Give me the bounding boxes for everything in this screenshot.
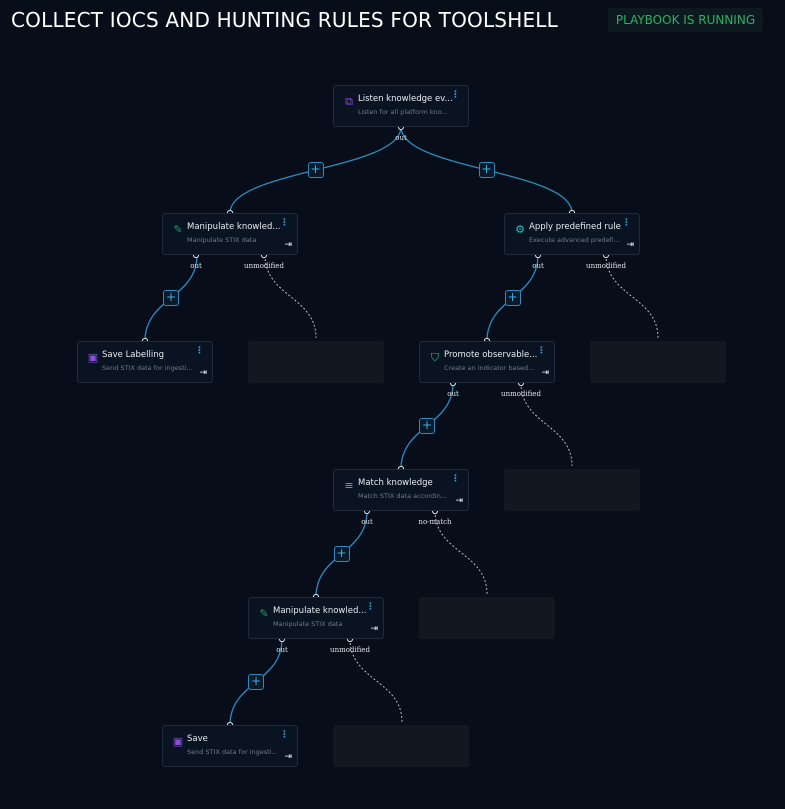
port-label-unmodified: unmodified [244, 262, 284, 270]
add-node-button[interactable]: + [504, 290, 521, 306]
replace-node-icon[interactable]: ⇥ [626, 240, 634, 250]
port-label-unmodified: unmodified [586, 262, 626, 270]
playbook-node[interactable]: ⧉ Listen knowledge ev... Listen for all pl… [333, 85, 469, 127]
filter-icon: ≡ [344, 479, 354, 492]
port-label-out: out [532, 262, 544, 270]
kebab-menu-icon[interactable]: ⋮ [280, 730, 289, 740]
empty-node-placeholder[interactable] [504, 469, 640, 511]
node-name: Save Labelling [102, 350, 165, 360]
edge-unconnected [434, 510, 488, 595]
replace-node-icon[interactable]: ⇥ [541, 368, 549, 378]
listen-icon: ⧉ [345, 95, 353, 108]
port-label-out: out [190, 262, 202, 270]
empty-node-placeholder[interactable] [419, 597, 555, 639]
folder-icon: ▣ [87, 351, 99, 364]
add-node-button[interactable]: + [419, 418, 435, 434]
node-name: Save [187, 734, 208, 744]
add-node-button[interactable]: + [478, 162, 495, 178]
folder-icon: ▣ [172, 735, 184, 748]
node-description: Manipulate STIX data [273, 620, 343, 628]
kebab-menu-icon[interactable]: ⋮ [451, 90, 460, 100]
pencil-icon: ✎ [173, 223, 183, 236]
playbook-status-badge: PLAYBOOK IS RUNNING [608, 8, 763, 32]
playbook-node[interactable]: ✎ Manipulate knowled... Manipulate STIX da… [248, 597, 384, 639]
add-node-button[interactable]: + [307, 162, 324, 178]
edge-unconnected [605, 254, 659, 339]
port-label-out: out [276, 646, 288, 654]
node-name: Match knowledge [358, 478, 433, 488]
port-label-out: out [361, 518, 373, 526]
port-label-unmodified: unmodified [501, 390, 541, 398]
replace-node-icon[interactable]: ⇥ [284, 752, 292, 762]
node-description: Listen for all platform kno... [358, 108, 448, 116]
port-label-no-match: no-match [418, 518, 452, 526]
node-name: Manipulate knowled... [187, 222, 281, 232]
node-description: Execute advanced predefi... [529, 236, 620, 244]
port-label-out: out [447, 390, 459, 398]
port-label-unmodified: unmodified [330, 646, 370, 654]
add-node-button[interactable]: + [333, 546, 350, 562]
kebab-menu-icon[interactable]: ⋮ [451, 474, 460, 484]
edge-unconnected [520, 382, 573, 467]
replace-node-icon[interactable]: ⇥ [455, 496, 463, 506]
kebab-menu-icon[interactable]: ⋮ [280, 218, 289, 228]
empty-node-placeholder[interactable] [333, 725, 469, 767]
page-title: COLLECT IOCS AND HUNTING RULES FOR TOOLS… [11, 8, 558, 32]
rule-chip-icon: ⚙ [515, 223, 525, 236]
edge-unconnected [349, 638, 403, 723]
node-name: Apply predefined rule [529, 222, 621, 232]
empty-node-placeholder[interactable] [248, 341, 384, 383]
kebab-menu-icon[interactable]: ⋮ [537, 346, 546, 356]
kebab-menu-icon[interactable]: ⋮ [622, 218, 631, 228]
add-node-button[interactable]: + [163, 290, 179, 306]
node-name: Manipulate knowled... [273, 606, 367, 616]
playbook-node[interactable]: ⛉ Promote observable... Create an indicato… [419, 341, 555, 383]
kebab-menu-icon[interactable]: ⋮ [366, 602, 375, 612]
replace-node-icon[interactable]: ⇥ [284, 240, 292, 250]
empty-node-placeholder[interactable] [590, 341, 726, 383]
add-node-button[interactable]: + [248, 674, 264, 690]
node-description: Create an indicator based... [444, 364, 535, 372]
port-label-out: out [395, 134, 407, 142]
replace-node-icon[interactable]: ⇥ [370, 624, 378, 634]
node-description: Send STIX data for ingesti... [187, 748, 278, 756]
shield-icon: ⛉ [430, 351, 440, 364]
node-name: Promote observable... [444, 350, 538, 360]
pencil-icon: ✎ [259, 607, 269, 620]
node-description: Match STIX data accordin... [358, 492, 448, 500]
node-description: Send STIX data for ingesti... [102, 364, 193, 372]
replace-node-icon[interactable]: ⇥ [199, 368, 207, 378]
node-name: Listen knowledge ev... [358, 94, 453, 104]
edge-unconnected [264, 254, 317, 339]
kebab-menu-icon[interactable]: ⋮ [195, 346, 204, 356]
playbook-node[interactable]: ✎ Manipulate knowled... Manipulate STIX da… [162, 213, 298, 255]
node-description: Manipulate STIX data [187, 236, 257, 244]
